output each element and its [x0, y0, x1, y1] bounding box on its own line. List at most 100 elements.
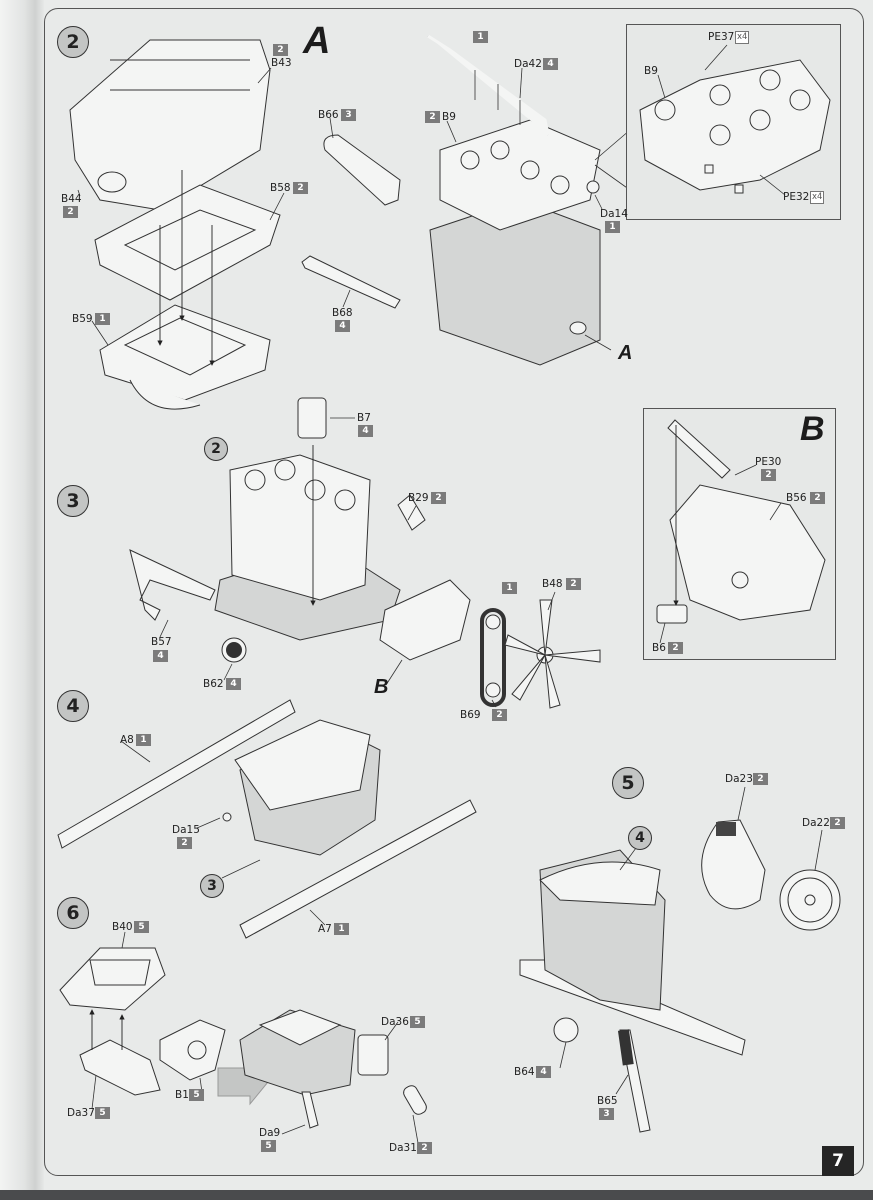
step-4-badge: 4	[57, 690, 89, 722]
qty-b44: 2	[63, 206, 78, 218]
page-bottom-shadow	[0, 1190, 873, 1200]
qty-b29: 2	[431, 492, 446, 504]
subassembly-4-ref: 4	[628, 826, 652, 850]
qty-da9: 5	[261, 1140, 276, 1152]
qty-b1: 5	[189, 1089, 204, 1101]
label-b65: B65	[597, 1095, 618, 1107]
qty-b69: 2	[492, 709, 507, 721]
qty-b43: 2	[273, 44, 288, 56]
qty-b65: 3	[599, 1108, 614, 1120]
label-da42: Da42	[514, 58, 542, 70]
label-b1: B1	[175, 1089, 189, 1101]
label-b9: B9	[442, 111, 456, 123]
label-pe37: PE37	[708, 31, 735, 43]
qty-prefix: x	[812, 192, 818, 202]
qty-pe32: x4	[810, 191, 825, 204]
label-b43: B43	[271, 57, 292, 69]
label-da23: Da23	[725, 773, 753, 785]
step6-assembly-drawing	[239, 1009, 356, 1096]
qty-pe32-value: 4	[817, 192, 823, 202]
timing-cover-drawing	[379, 579, 471, 661]
part-da15-drawing	[222, 812, 232, 822]
step-2-badge: 2	[57, 26, 89, 58]
qty-prefix: x	[737, 32, 743, 42]
label-b57: B57	[151, 636, 172, 648]
part-b69-drawing	[480, 608, 506, 707]
qty-da22: 2	[830, 817, 845, 829]
label-da37: Da37	[67, 1107, 95, 1119]
qty-da31: 2	[417, 1142, 432, 1154]
part-da36-drawing	[357, 1034, 389, 1076]
subassembly-3-ref: 3	[200, 874, 224, 898]
inset-a-drawing-detail	[639, 44, 831, 196]
step-6-badge: 6	[57, 897, 89, 929]
step3-engine-drawing	[214, 454, 401, 641]
label-b48: B48	[542, 578, 563, 590]
subassembly-2-ref: 2	[204, 437, 228, 461]
part-b40-drawing	[59, 947, 166, 1011]
label-b68: B68	[332, 307, 353, 319]
inset-b-drawing-detail	[656, 419, 826, 644]
engine-block-drawing	[429, 119, 601, 366]
label-inset-b9: B9	[644, 65, 658, 77]
label-b64: B64	[514, 1066, 535, 1078]
pointer-label-a: A	[618, 342, 633, 364]
qty-belt: 1	[502, 582, 517, 594]
label-b66: B66	[318, 109, 339, 121]
part-b1-drawing	[159, 1019, 226, 1081]
subassembly-a-title: A	[303, 20, 331, 62]
qty-b62: 4	[226, 678, 241, 690]
page-number: 7	[822, 1146, 854, 1176]
part-da31-drawing	[403, 1085, 427, 1115]
qty-a8: 1	[136, 734, 151, 746]
label-b29: B29	[408, 492, 429, 504]
part-b7-drawing	[297, 397, 327, 439]
part-b66-drawing	[323, 134, 401, 206]
label-b44: B44	[61, 193, 82, 205]
label-a7: A7	[318, 923, 332, 935]
qty-b7: 4	[358, 425, 373, 437]
qty-b64: 4	[536, 1066, 551, 1078]
label-da9: Da9	[259, 1127, 281, 1139]
label-da15: Da15	[172, 824, 200, 836]
part-b57-drawing	[129, 549, 216, 621]
part-a8-drawing	[57, 699, 296, 849]
qty-da15: 2	[177, 837, 192, 849]
label-b40: B40	[112, 921, 133, 933]
qty-b66: 3	[341, 109, 356, 121]
step-3-badge: 3	[57, 485, 89, 517]
qty-pe37-value: 4	[742, 32, 748, 42]
label-da31: Da31	[389, 1142, 417, 1154]
qty-a7: 1	[334, 923, 349, 935]
label-b7: B7	[357, 412, 371, 424]
qty-da14: 1	[605, 221, 620, 233]
page-binding-edge	[0, 0, 44, 1200]
label-b59: B59	[72, 313, 93, 325]
part-b68-drawing	[301, 255, 401, 309]
label-da22: Da22	[802, 817, 830, 829]
part-da42-drawing	[427, 34, 550, 136]
qty-da42: 4	[543, 58, 558, 70]
label-b6: B6	[652, 642, 666, 654]
step5-assembly-drawing	[519, 849, 746, 1056]
part-da23-drawing	[701, 819, 766, 910]
part-b65-drawing	[617, 1029, 651, 1133]
part-b29-drawing	[397, 494, 426, 531]
part-a7-drawing	[239, 799, 477, 939]
qty-b48: 2	[566, 578, 581, 590]
qty-da36: 5	[410, 1016, 425, 1028]
label-da36: Da36	[381, 1016, 409, 1028]
part-b59-drawing	[99, 304, 271, 410]
label-da14: Da14	[600, 208, 628, 220]
step4-engine-drawing	[234, 719, 381, 856]
qty-b6: 2	[668, 642, 683, 654]
qty-da37: 5	[95, 1107, 110, 1119]
label-pe30: PE30	[755, 456, 782, 468]
qty-pe30: 2	[761, 469, 776, 481]
qty-b56: 2	[810, 492, 825, 504]
part-da14-drawing	[586, 180, 600, 194]
part-da9-drawing	[301, 1091, 319, 1129]
qty-b68: 4	[335, 320, 350, 332]
label-b56: B56	[786, 492, 807, 504]
